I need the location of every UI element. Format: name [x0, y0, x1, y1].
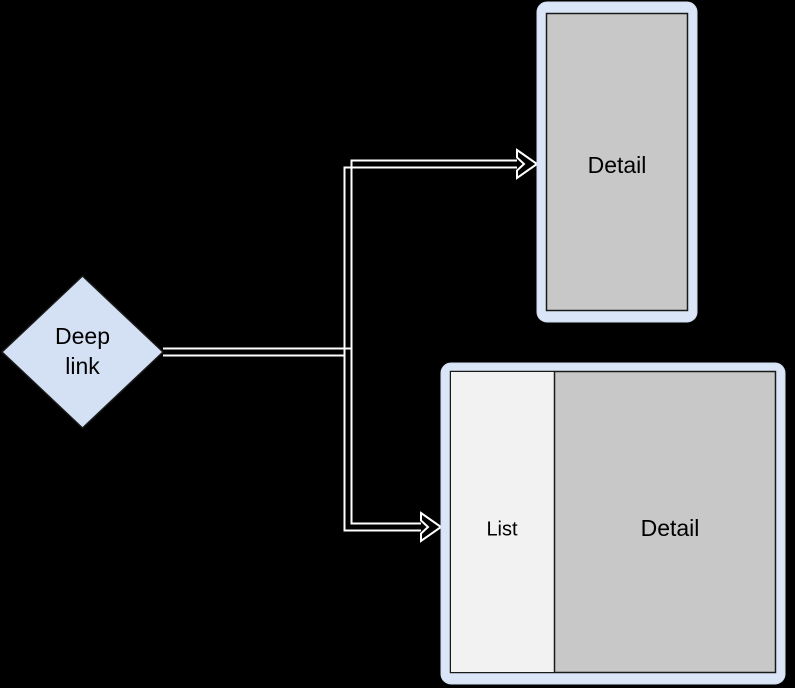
edge-rail-upper-2	[350, 348, 421, 525]
edge-rail-upper	[163, 159, 517, 350]
list-label: List	[486, 518, 518, 540]
node-detail-only[interactable]: Detail	[536, 1, 698, 323]
edge-rail-lower	[163, 166, 517, 357]
edge-deep-link-to-list-detail	[343, 348, 443, 543]
edge-deep-link-to-detail	[163, 148, 539, 357]
deep-link-label-line1: Deep	[55, 323, 110, 349]
detail-label: Detail	[641, 515, 700, 541]
arrowhead-icon	[516, 148, 539, 180]
device-pane-list	[451, 372, 554, 672]
deep-link-label-line2: link	[65, 353, 100, 379]
node-list-detail[interactable]: List Detail	[440, 362, 786, 685]
diamond-shape	[0, 274, 165, 430]
device-screen-detail	[545, 12, 689, 312]
detail-label: Detail	[588, 152, 647, 178]
arrowhead-icon	[420, 511, 443, 543]
node-deep-link[interactable]: Deep link	[0, 274, 165, 430]
edge-rail-lower-2	[343, 355, 421, 532]
